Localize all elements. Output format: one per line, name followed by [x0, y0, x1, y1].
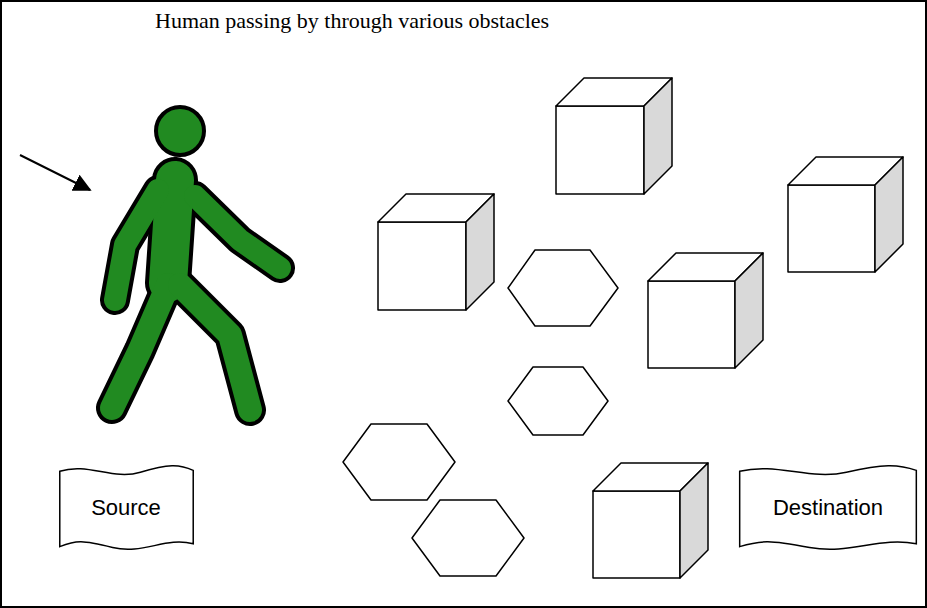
hexagon-obstacle: [508, 367, 608, 435]
cube-obstacle: [556, 78, 672, 194]
cube-obstacle: [378, 194, 494, 310]
node-label: Destination: [773, 495, 883, 521]
cube-obstacle: [593, 463, 708, 578]
hexagon-obstacle: [412, 500, 524, 576]
cube-obstacle: [788, 157, 903, 272]
walking-person: [112, 107, 280, 410]
banner-node: Destination: [736, 462, 920, 555]
cube-obstacle: [648, 253, 763, 368]
banner-node: Source: [57, 462, 196, 555]
pointer-arrow: [20, 155, 90, 190]
hexagon-obstacle: [343, 424, 455, 500]
node-label: Source: [91, 495, 161, 521]
diagram-title: Human passing by through various obstacl…: [155, 8, 549, 34]
hexagon-obstacle: [508, 250, 618, 326]
